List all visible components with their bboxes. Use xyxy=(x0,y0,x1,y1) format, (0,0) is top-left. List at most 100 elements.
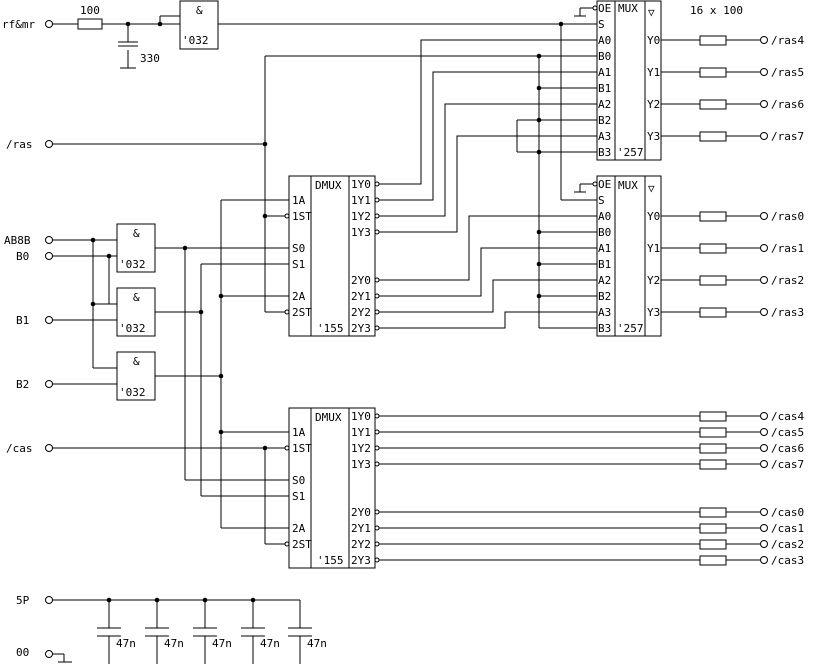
svg-text:47n: 47n xyxy=(116,637,136,650)
svg-text:B0: B0 xyxy=(598,50,611,63)
net-label-b0: B0 xyxy=(16,250,29,263)
svg-text:B1: B1 xyxy=(598,82,611,95)
svg-text:S1: S1 xyxy=(292,258,305,271)
svg-text:DMUX: DMUX xyxy=(315,411,342,424)
svg-text:1Y2: 1Y2 xyxy=(351,442,371,455)
net-label-b1: B1 xyxy=(16,314,29,327)
svg-text:Y2: Y2 xyxy=(647,274,660,287)
svg-text:Y0: Y0 xyxy=(647,34,660,47)
svg-text:2Y0: 2Y0 xyxy=(351,274,371,287)
net-label-rfmr: rf&mr xyxy=(2,18,35,31)
out-ras5: /ras5 xyxy=(771,66,804,79)
output-labels: /ras4 /ras5 /ras6 /ras7 /ras0 /ras1 /ras… xyxy=(771,34,804,567)
svg-text:'032: '032 xyxy=(182,34,209,47)
svg-text:&: & xyxy=(133,291,140,304)
svg-text:Y3: Y3 xyxy=(647,130,660,143)
net-label-cas: /cas xyxy=(6,442,33,455)
svg-text:'257: '257 xyxy=(617,322,644,335)
svg-text:2Y3: 2Y3 xyxy=(351,554,371,567)
output-resistors xyxy=(699,35,727,566)
junctions xyxy=(90,21,564,603)
dmux-cas: DMUX '155 1A 1ST S0 S1 2A 2ST 1Y0 1Y1 1Y… xyxy=(284,407,380,569)
svg-text:B3: B3 xyxy=(598,146,611,159)
svg-text:B2: B2 xyxy=(598,114,611,127)
svg-text:MUX: MUX xyxy=(618,179,638,192)
and-gate-2: & '032 xyxy=(116,287,156,337)
svg-text:1Y1: 1Y1 xyxy=(351,426,371,439)
and-gate-top: & '032 xyxy=(179,0,219,50)
svg-text:A2: A2 xyxy=(598,98,611,111)
svg-text:Y1: Y1 xyxy=(647,242,660,255)
svg-text:&: & xyxy=(133,227,140,240)
svg-text:1Y2: 1Y2 xyxy=(351,210,371,223)
out-ras6: /ras6 xyxy=(771,98,804,111)
mux-bottom: MUX ▽ '257 OE S A0 B0 A1 B1 A2 B2 A3 B3 … xyxy=(592,175,662,337)
out-ras4: /ras4 xyxy=(771,34,804,47)
svg-text:A1: A1 xyxy=(598,66,611,79)
dmux-ras: DMUX '155 1A 1ST S0 S1 2A 2ST 1Y0 1Y1 1Y… xyxy=(284,175,380,337)
svg-text:'032: '032 xyxy=(119,258,146,271)
output-terminals xyxy=(760,36,768,564)
svg-text:1A: 1A xyxy=(292,194,306,207)
svg-text:B3: B3 xyxy=(598,322,611,335)
svg-text:2Y3: 2Y3 xyxy=(351,322,371,335)
svg-text:47n: 47n xyxy=(260,637,280,650)
svg-text:2A: 2A xyxy=(292,290,306,303)
svg-text:2Y0: 2Y0 xyxy=(351,506,371,519)
svg-text:A0: A0 xyxy=(598,34,611,47)
svg-text:A2: A2 xyxy=(598,274,611,287)
title-label: 16 x 100 xyxy=(690,4,743,17)
svg-text:1ST: 1ST xyxy=(292,442,312,455)
net-label-b2: B2 xyxy=(16,378,29,391)
input-labels: rf&mr /ras AB8B B0 B1 B2 /cas 5P 00 xyxy=(2,18,35,659)
svg-text:'257: '257 xyxy=(617,146,644,159)
svg-text:2ST: 2ST xyxy=(292,538,312,551)
out-cas7: /cas7 xyxy=(771,458,804,471)
svg-text:B1: B1 xyxy=(598,258,611,271)
svg-text:1Y1: 1Y1 xyxy=(351,194,371,207)
svg-text:1Y0: 1Y0 xyxy=(351,178,371,191)
out-cas2: /cas2 xyxy=(771,538,804,551)
svg-text:'032: '032 xyxy=(119,322,146,335)
svg-text:A1: A1 xyxy=(598,242,611,255)
mux-top: MUX ▽ '257 OE S A0 B0 A1 B1 A2 B2 A3 B3 … xyxy=(592,0,662,161)
svg-text:A0: A0 xyxy=(598,210,611,223)
svg-text:2A: 2A xyxy=(292,522,306,535)
and-gate-3: & '032 xyxy=(116,351,156,401)
svg-text:S0: S0 xyxy=(292,474,305,487)
svg-text:S0: S0 xyxy=(292,242,305,255)
out-ras3: /ras3 xyxy=(771,306,804,319)
svg-text:B0: B0 xyxy=(598,226,611,239)
svg-text:B2: B2 xyxy=(598,290,611,303)
svg-text:47n: 47n xyxy=(307,637,327,650)
out-ras1: /ras1 xyxy=(771,242,804,255)
out-cas1: /cas1 xyxy=(771,522,804,535)
svg-text:2ST: 2ST xyxy=(292,306,312,319)
svg-text:&: & xyxy=(196,4,203,17)
out-cas0: /cas0 xyxy=(771,506,804,519)
svg-text:OE: OE xyxy=(598,2,611,15)
svg-text:S: S xyxy=(598,18,605,31)
svg-text:MUX: MUX xyxy=(618,2,638,15)
svg-text:2Y2: 2Y2 xyxy=(351,306,371,319)
svg-text:Y3: Y3 xyxy=(647,306,660,319)
svg-text:Y0: Y0 xyxy=(647,210,660,223)
svg-text:1Y0: 1Y0 xyxy=(351,410,371,423)
decoupling-capacitors: 47n 47n 47n 47n 47n xyxy=(97,627,327,650)
svg-text:OE: OE xyxy=(598,178,611,191)
net-label-ras: /ras xyxy=(6,138,33,151)
svg-text:2Y2: 2Y2 xyxy=(351,538,371,551)
svg-text:1Y3: 1Y3 xyxy=(351,226,371,239)
svg-text:1A: 1A xyxy=(292,426,306,439)
svg-text:&: & xyxy=(133,355,140,368)
svg-text:S: S xyxy=(598,194,605,207)
svg-text:A3: A3 xyxy=(598,130,611,143)
net-label-gnd: 00 xyxy=(16,646,29,659)
out-cas6: /cas6 xyxy=(771,442,804,455)
out-ras2: /ras2 xyxy=(771,274,804,287)
svg-text:2Y1: 2Y1 xyxy=(351,522,371,535)
input-terminals xyxy=(45,20,53,658)
svg-text:1Y3: 1Y3 xyxy=(351,458,371,471)
svg-text:▽: ▽ xyxy=(648,6,655,19)
svg-text:DMUX: DMUX xyxy=(315,179,342,192)
